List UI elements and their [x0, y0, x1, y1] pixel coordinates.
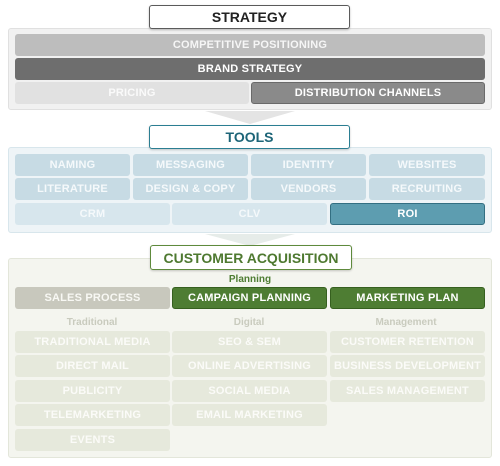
tool-identity[interactable]: IDENTITY	[251, 154, 366, 176]
email-marketing-box[interactable]: EMAIL MARKETING	[172, 404, 327, 426]
telemarketing-box[interactable]: TELEMARKETING	[15, 404, 170, 426]
management-label: Management	[375, 317, 437, 328]
tool-naming[interactable]: NAMING	[15, 154, 130, 176]
tool-literature[interactable]: LITERATURE	[15, 178, 130, 200]
distribution-channels-box[interactable]: DISTRIBUTION CHANNELS	[251, 82, 485, 104]
tool-vendors[interactable]: VENDORS	[251, 178, 366, 200]
arrow-strategy-to-tools	[205, 111, 295, 124]
tool-recruiting[interactable]: RECRUITING	[369, 178, 485, 200]
seo-sem-box[interactable]: SEO & SEM	[172, 331, 327, 353]
arrow-tools-to-acquisition	[205, 234, 295, 246]
sales-process-box[interactable]: SALES PROCESS	[15, 287, 170, 309]
tool-roi[interactable]: ROI	[330, 203, 485, 225]
events-box[interactable]: EVENTS	[15, 429, 170, 451]
strategy-header[interactable]: STRATEGY	[149, 5, 350, 29]
customer-acquisition-header[interactable]: CUSTOMER ACQUISITION	[150, 245, 352, 270]
marketing-plan-box[interactable]: MARKETING PLAN	[330, 287, 485, 309]
tool-crm[interactable]: CRM	[15, 203, 170, 225]
tool-websites[interactable]: WEBSITES	[369, 154, 485, 176]
digital-label: Digital	[233, 317, 265, 328]
online-advertising-box[interactable]: ONLINE ADVERTISING	[172, 355, 327, 377]
direct-mail-box[interactable]: DIRECT MAIL	[15, 355, 170, 377]
customer-retention-box[interactable]: CUSTOMER RETENTION	[330, 331, 485, 353]
tool-messaging[interactable]: MESSAGING	[133, 154, 248, 176]
planning-label: Planning	[228, 274, 272, 285]
brand-strategy-box[interactable]: BRAND STRATEGY	[15, 58, 485, 80]
traditional-label: Traditional	[66, 317, 118, 328]
tool-clv[interactable]: CLV	[172, 203, 327, 225]
tools-header[interactable]: TOOLS	[149, 125, 350, 149]
traditional-media-box[interactable]: TRADITIONAL MEDIA	[15, 331, 170, 353]
pricing-box[interactable]: PRICING	[15, 82, 249, 104]
social-media-box[interactable]: SOCIAL MEDIA	[172, 380, 327, 402]
campaign-planning-box[interactable]: CAMPAIGN PLANNING	[172, 287, 327, 309]
sales-management-box[interactable]: SALES MANAGEMENT	[330, 380, 485, 402]
business-development-box[interactable]: BUSINESS DEVELOPMENT	[330, 355, 485, 377]
tool-design-copy[interactable]: DESIGN & COPY	[133, 178, 248, 200]
publicity-box[interactable]: PUBLICITY	[15, 380, 170, 402]
competitive-positioning-box[interactable]: COMPETITIVE POSITIONING	[15, 34, 485, 56]
